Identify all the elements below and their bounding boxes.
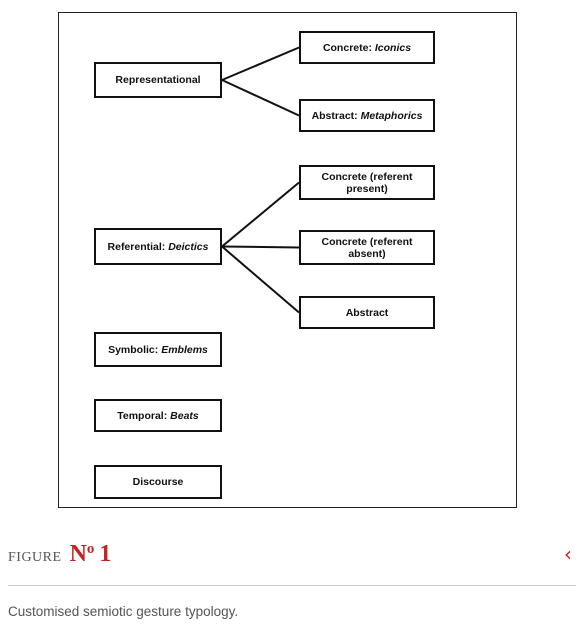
box-metaphorics-italic: Metaphorics <box>360 109 423 122</box>
box-emblems-italic: Emblems <box>161 343 208 356</box>
box-concrete-referent-present: Concrete (referent present) <box>299 165 435 200</box>
box-referent-present-label: Concrete (referent present) <box>321 170 413 195</box>
box-symbolic-emblems: Symbolic: Emblems <box>94 332 222 367</box>
box-discourse: Discourse <box>94 465 222 499</box>
box-abstract-label: Abstract <box>345 306 389 319</box>
box-concrete-referent-absent: Concrete (referent absent) <box>299 230 435 265</box>
box-abstract-metaphorics: Abstract: Metaphorics <box>299 99 435 132</box>
box-referent-absent-label: Concrete (referent absent) <box>321 235 413 260</box>
caption-divider <box>8 585 576 586</box>
figure-number-superscript: o <box>86 541 95 557</box>
figure-caption: Customised semiotic gesture typology. <box>8 604 239 619</box>
box-beats-italic: Beats <box>170 409 199 422</box>
box-representational: Representational <box>94 62 222 98</box>
box-beats-label: Temporal: <box>117 409 171 422</box>
box-abstract: Abstract <box>299 296 435 329</box>
box-referential-deictics: Referential: Deictics <box>94 228 222 265</box>
box-discourse-label: Discourse <box>132 476 184 488</box>
box-deictics-italic: Deictics <box>168 240 209 253</box>
box-deictics-label: Referential: <box>107 240 169 253</box>
box-iconics-label: Concrete: <box>322 41 375 54</box>
figure-number-value: 1 <box>99 541 112 567</box>
chevron-left-icon[interactable]: ‹ <box>564 542 572 566</box>
figure-word: FIGURE <box>8 550 62 565</box>
box-iconics-italic: Iconics <box>374 41 412 54</box>
box-representational-label: Representational <box>115 74 201 86</box>
figure-number-prefix: N <box>69 541 87 567</box>
box-metaphorics-label: Abstract: <box>311 109 361 122</box>
box-temporal-beats: Temporal: Beats <box>94 399 222 432</box>
box-concrete-iconics: Concrete: Iconics <box>299 31 435 64</box>
box-emblems-label: Symbolic: <box>108 343 162 356</box>
